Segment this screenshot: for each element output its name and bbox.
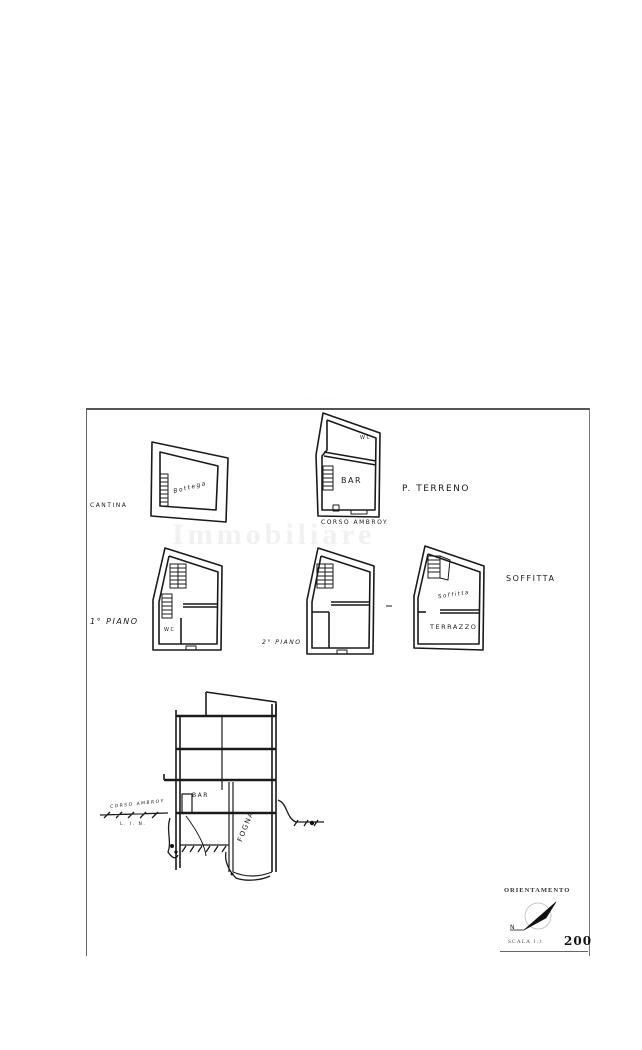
sheet-caption: · · · · · · · · · bbox=[302, 396, 340, 401]
plan-cantina bbox=[150, 441, 229, 523]
plan-piano-terreno bbox=[315, 412, 381, 518]
label-section-sub: L. I. N. bbox=[120, 822, 147, 827]
label-soffitta-level: SOFFITTA bbox=[506, 574, 556, 583]
scale-value: 200 bbox=[564, 934, 593, 948]
compass-icon bbox=[510, 901, 557, 931]
plan-primo-piano bbox=[152, 547, 223, 651]
label-piano-terreno: P. TERRENO bbox=[402, 484, 470, 494]
sheet-bottom-rule bbox=[500, 951, 588, 952]
label-primo-piano: 1° PIANO bbox=[90, 617, 139, 626]
drawing-sheet-frame bbox=[86, 408, 590, 956]
scale-label: SCALA 1:1 bbox=[508, 939, 544, 945]
label-cantina: CANTINA bbox=[90, 502, 128, 509]
label-section-bar: BAR bbox=[192, 792, 209, 799]
label-terrazzo: TERRAZZO bbox=[430, 623, 478, 631]
label-wc-terreno: WC bbox=[360, 435, 372, 441]
label-wc-primo: WC bbox=[164, 627, 176, 633]
label-secondo-piano: 2° PIANO bbox=[262, 639, 302, 646]
label-bar: BAR bbox=[341, 476, 363, 485]
label-corso-ambroy-plan: CORSO AMBROY bbox=[321, 519, 389, 526]
watermark: Immobiliare bbox=[172, 518, 376, 551]
orientation-title: ORIENTAMENTO bbox=[504, 887, 571, 894]
plan-soffitta bbox=[413, 545, 485, 651]
north-mark: N bbox=[510, 924, 516, 931]
plan-secondo-piano bbox=[306, 547, 392, 655]
building-section bbox=[99, 691, 324, 881]
